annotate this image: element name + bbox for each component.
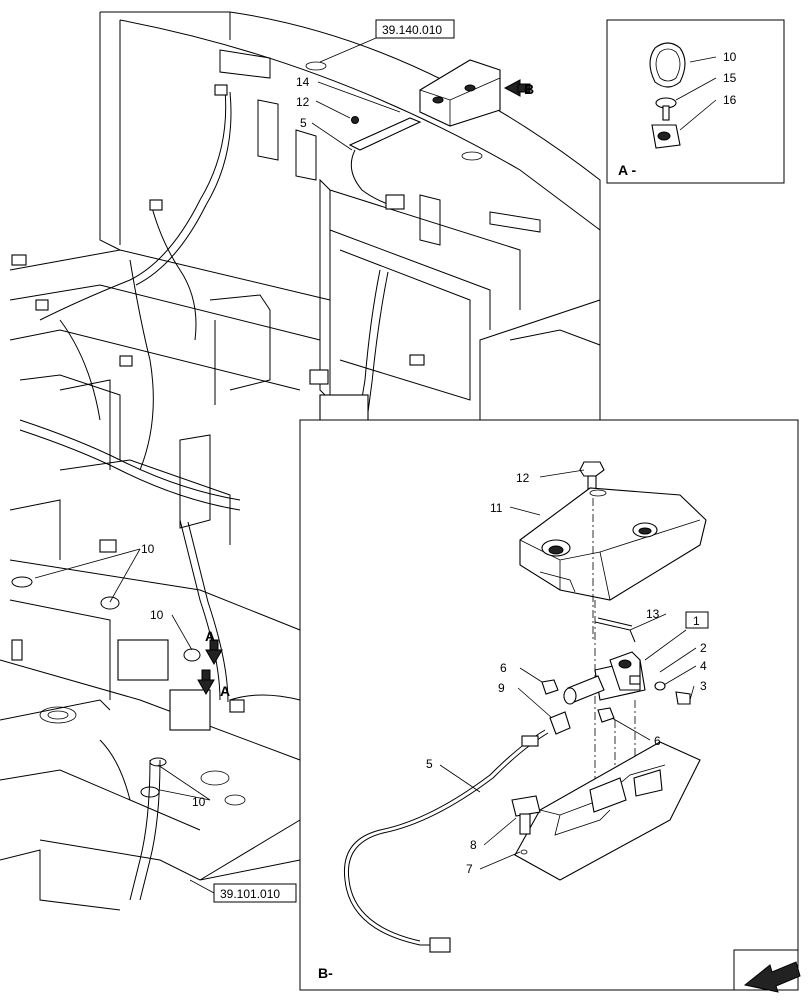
callout-6-upper: 6 (500, 661, 507, 675)
callout-5-detail: 5 (426, 757, 433, 771)
callout-10-inset: 10 (723, 50, 737, 64)
callout-10-b: 10 (150, 608, 164, 622)
callout-9: 9 (498, 681, 505, 695)
callout-12-main: 12 (296, 95, 310, 109)
callout-2: 2 (700, 641, 707, 655)
view-b-detail (299, 419, 801, 993)
callout-11: 11 (490, 501, 503, 515)
callout-15: 15 (723, 71, 737, 85)
callout-14: 14 (296, 75, 310, 89)
labels: 39.140.010 39.101.010 A - B- B A A 14 12… (141, 23, 737, 981)
view-b-title: B- (318, 965, 333, 981)
machine-frame (0, 11, 601, 911)
arrow-a-upper-label: A (205, 628, 215, 644)
callout-16: 16 (723, 93, 737, 107)
callout-10-c: 10 (192, 795, 206, 809)
callout-5-main: 5 (300, 116, 307, 130)
housing-installed (348, 59, 501, 210)
callout-10-a: 10 (141, 542, 155, 556)
arrow-a-lower-label: A (220, 683, 230, 699)
callout-7: 7 (466, 862, 473, 876)
view-a-title: A - (618, 162, 636, 178)
view-b-arrow (503, 79, 531, 97)
ref-bottom-label: 39.101.010 (220, 887, 280, 901)
view-a-inset (606, 19, 785, 184)
arrow-b-label: B (524, 81, 534, 97)
main-callout-lines (11, 81, 401, 801)
mounting-plate (514, 741, 701, 881)
callout-1-box: 1 (693, 614, 700, 628)
callout-4: 4 (700, 659, 707, 673)
callout-13: 13 (646, 607, 660, 621)
callout-3: 3 (700, 679, 707, 693)
reference-box-top (319, 19, 455, 63)
sensor-cable (343, 729, 549, 953)
callout-8: 8 (470, 838, 477, 852)
ref-top-label: 39.140.010 (382, 23, 442, 37)
callout-12-detail: 12 (516, 471, 530, 485)
reference-box-bottom (189, 879, 297, 903)
sensor-cover (519, 487, 707, 601)
sensor-bracket (594, 617, 646, 701)
callout-6-lower: 6 (654, 734, 661, 748)
